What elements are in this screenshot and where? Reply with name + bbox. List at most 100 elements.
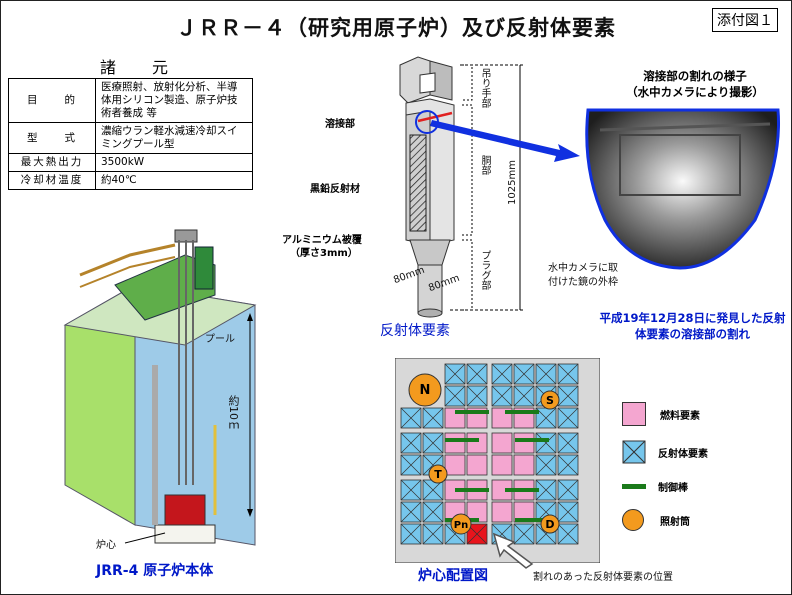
reflector-cross [535,407,557,429]
hang-bracket [462,64,473,101]
irradiation-label: T [434,468,442,481]
spec-key: 型 式 [8,122,96,154]
spec-value: 濃縮ウラン軽水減速冷却スイミングプール型 [95,122,253,154]
reflector-cross [535,363,557,385]
core-map: N S T Pn D [395,358,600,563]
height-label: 約10ｍ [227,395,240,431]
body-bracket [462,104,473,236]
reactor-railing-lower [79,256,176,288]
pool-label: プール [205,334,235,345]
hang-label: 吊り手部 [479,68,490,108]
control-rod [505,488,539,492]
legend-label: 燃料要素 [660,410,700,422]
camera-photo [585,108,780,270]
reflector-cross [444,385,466,407]
reactor-core [164,494,206,526]
legend-label: 制御棒 [658,482,688,494]
irradiation-hole [408,373,442,407]
core-label: 炉心 [96,540,116,551]
reflector-cross [422,432,444,454]
reflector-cross [400,407,422,429]
legend-label: 照射筒 [660,516,690,528]
fuel-element [444,454,466,476]
reflector-cross [491,363,513,385]
graphite-label: 黒鉛反射材 [310,184,360,195]
reflector-cross [557,501,579,523]
element-plug [417,264,443,314]
reactor-bridge [114,254,216,321]
fuel-element [491,454,513,476]
body-label: 胴部 [479,155,490,175]
control-rod [455,410,489,414]
element-plug-taper [409,239,451,266]
reflector-cross [400,501,422,523]
reflector-cross [422,407,444,429]
attachment-label: 添付図１ [712,8,778,32]
reflector-cross [557,407,579,429]
irradiation-label: Pn [454,520,468,531]
reactor-railing [79,243,176,277]
reactor-height-arrow-top [247,313,253,321]
reactor-core-leader [124,532,166,544]
spec-key: 冷却材温度 [8,171,96,190]
plug-bracket [462,239,473,311]
element-graphite [409,134,427,232]
spec-value: 約40℃ [95,171,253,190]
spec-row: 最大熱出力 3500kW [8,153,253,172]
page-title: ＪＲＲ－４（研究用原子炉）及び反射体要素 [176,16,616,40]
irradiation-hole [540,514,560,534]
irradiation-label: N [420,383,431,398]
reflector-cross [400,523,422,545]
control-rod [515,438,549,442]
irradiation-hole [540,390,560,410]
reflector-cross [466,385,488,407]
reflector-cross [535,454,557,476]
reflector-cross [535,432,557,454]
fuel-element [466,432,488,454]
spec-row: 冷却材温度 約40℃ [8,171,253,190]
fuel-element [513,454,535,476]
crack-arrow-shape [492,532,534,569]
control-rod [505,410,539,414]
reflector-cross [557,432,579,454]
reflector-cross [400,479,422,501]
fuel-element [491,432,513,454]
reactor-core-base [154,524,216,544]
reflector-cross [444,363,466,385]
legend-swatch-fuel [622,402,646,426]
spec-value: 3500kW [95,153,253,172]
spec-key: 目 的 [8,78,96,123]
spec-heading: 諸 元 [100,58,179,77]
reflector-element-illustration [399,56,525,318]
fuel-element [491,501,513,523]
reflector-cross [557,454,579,476]
spec-value: 医療照射、放射化分析、半導体用シリコン製造、原子炉技術者養成 等 [95,78,253,123]
spec-key: 最大熱出力 [8,153,96,172]
reactor-height-arrow-bottom [247,509,253,517]
control-rod [455,488,489,492]
mount-label: 水中カメラに取付けた鏡の外枠 [548,263,618,288]
irradiation-label: S [546,394,554,407]
reactor-bridge-tower [194,246,214,290]
legend-item: 照射筒 [622,501,708,539]
irradiation-hole [428,464,448,484]
aluminum-sub-label: （厚さ3mm） [290,248,358,259]
zoom-arrow-shape [430,120,580,162]
legend-item: 燃料要素 [622,395,708,433]
finding-caption: 平成19年12月28日に発見した反射体要素の溶接部の割れ [599,311,786,341]
reflector-cross [557,479,579,501]
irradiation-label: D [545,518,554,531]
plug-label: プラグ部 [479,250,490,290]
reflector-cross [400,432,422,454]
element-caption: 反射体要素 [380,323,450,339]
core-map-caption: 炉心配置図 [418,568,488,584]
reflector-cross [557,385,579,407]
spec-row: 目 的 医療照射、放射化分析、半導体用シリコン製造、原子炉技術者養成 等 [8,78,253,123]
element-weld-line [417,111,453,123]
fuel-element [444,432,466,454]
weld-label: 溶接部 [325,119,355,130]
legend-swatch-control-rod [622,483,646,489]
camera-photo-structure [619,134,741,196]
reflector-cross [466,363,488,385]
control-rod [515,518,549,522]
